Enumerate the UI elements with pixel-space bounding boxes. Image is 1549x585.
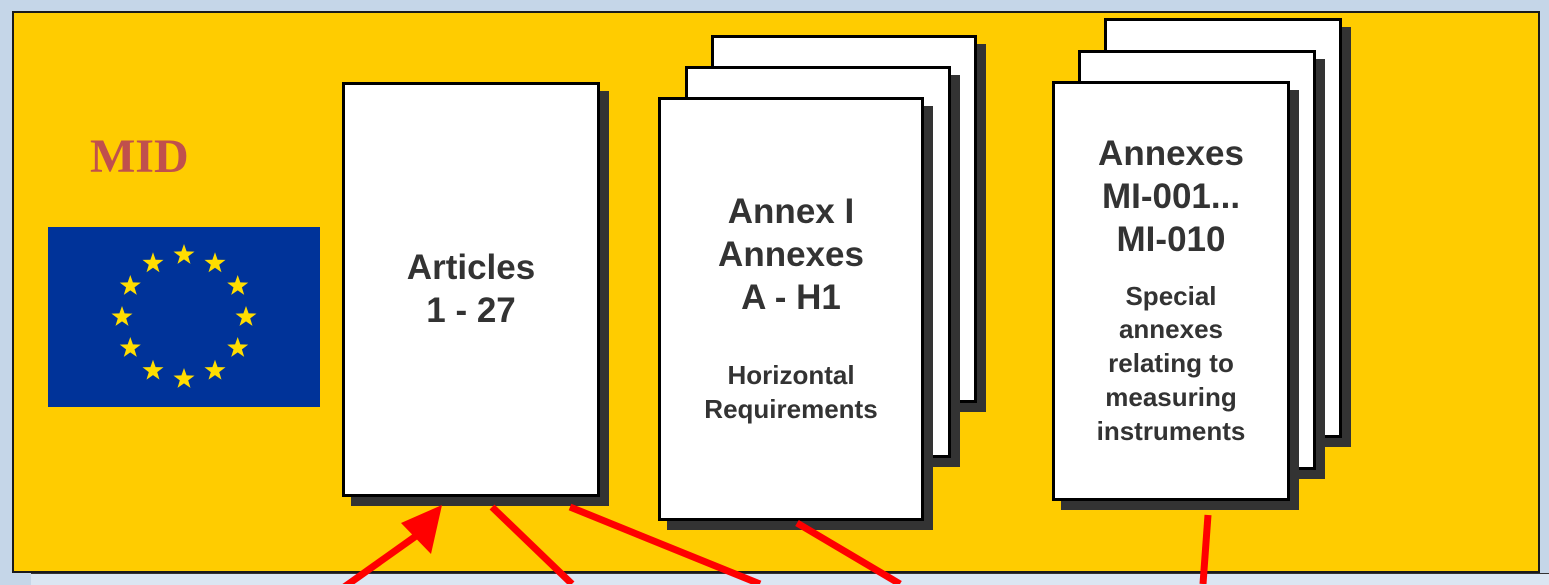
annexes-mi-subtitle-line: measuring xyxy=(1105,381,1237,412)
articles-document: Articles 1 - 27 xyxy=(342,82,600,497)
annexes-mi-subtitle-line: annexes xyxy=(1118,314,1224,345)
flag-star-icon xyxy=(119,275,141,295)
flag-star-icon xyxy=(173,368,195,388)
annexes-mi-document: Annexes MI-001... MI-010 Special annexes… xyxy=(1052,81,1290,501)
annexes-mi-subtitle-line: instruments xyxy=(1096,415,1246,446)
annexes-mi-title-line: MI-010 xyxy=(1116,219,1226,259)
annexes-mi-title-line: Annexes xyxy=(1098,134,1244,174)
articles-label: Articles xyxy=(406,247,536,287)
flag-star-icon xyxy=(142,252,164,273)
bottom-band xyxy=(31,573,1549,585)
annex-i-document: Annex I Annexes A - H1 Horizontal Requir… xyxy=(658,97,924,521)
annex-i-title-line: Annexes xyxy=(718,234,864,274)
eu-flag-icon xyxy=(48,227,320,407)
annexes-mi-title-line: MI-001... xyxy=(1101,177,1241,217)
flag-star-icon xyxy=(204,252,226,273)
annexes-mi-subtitle-line: Special xyxy=(1125,280,1217,311)
flag-star-icon xyxy=(204,359,226,380)
flag-star-icon xyxy=(173,244,195,264)
flag-star-icon xyxy=(111,306,133,326)
annex-i-subtitle-line: Requirements xyxy=(704,394,878,425)
articles-range: 1 - 27 xyxy=(426,290,516,330)
flag-star-icon xyxy=(142,359,164,380)
annexes-mi-subtitle-line: relating to xyxy=(1108,348,1234,379)
annex-i-title-line: A - H1 xyxy=(741,277,841,317)
mid-title: MID xyxy=(90,130,189,183)
flag-star-icon xyxy=(119,337,141,357)
flag-star-icon xyxy=(227,275,249,295)
flag-star-icon xyxy=(235,306,257,326)
flag-star-icon xyxy=(227,337,249,357)
annex-i-title-line: Annex I xyxy=(727,192,855,232)
annex-i-subtitle-line: Horizontal xyxy=(727,360,855,391)
